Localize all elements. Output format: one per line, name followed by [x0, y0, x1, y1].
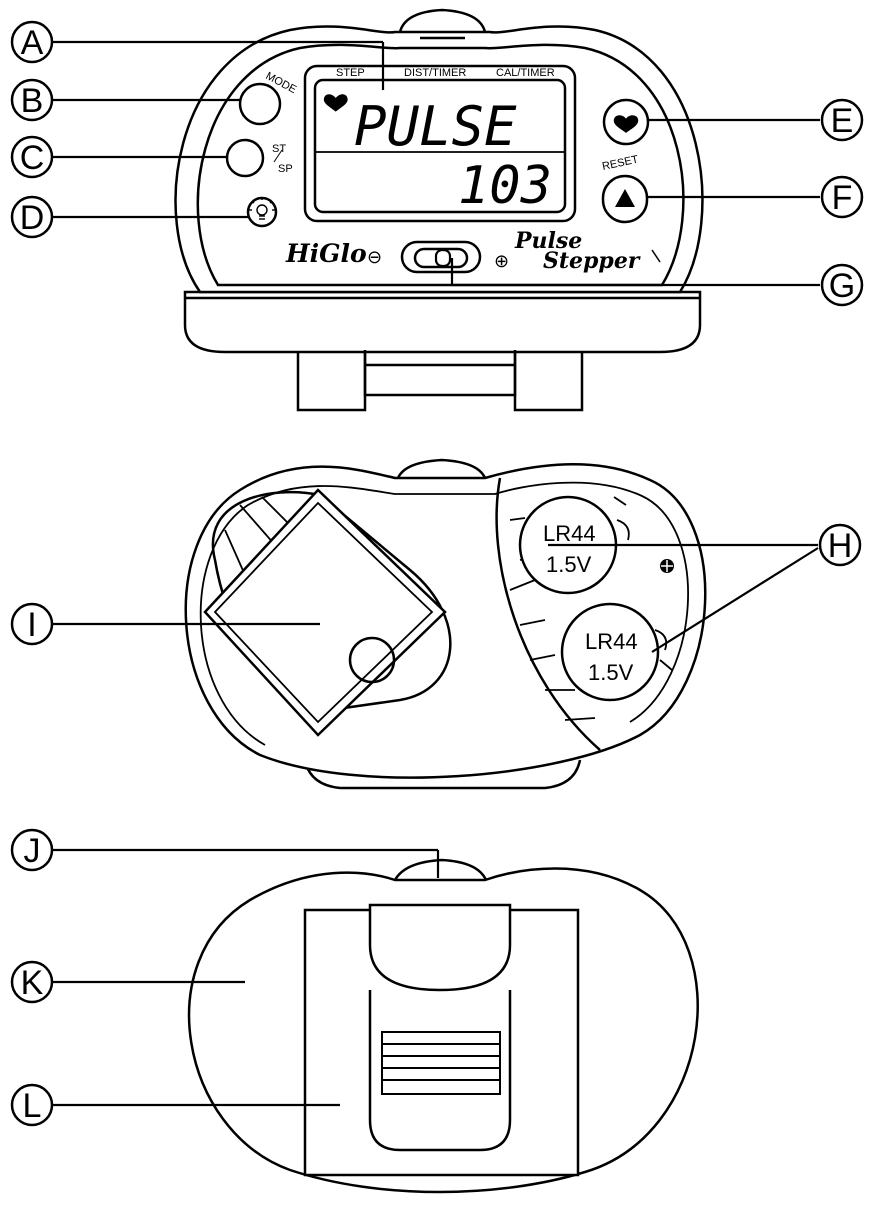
rear-clip-tongue — [368, 903, 512, 992]
battery-1-type: LR44 — [543, 521, 596, 546]
callout-c: C — [20, 139, 45, 177]
front-top-wheel — [398, 8, 487, 33]
pulse-button[interactable] — [602, 98, 650, 146]
back-foot — [303, 759, 582, 790]
brand-pulse: Pulse — [514, 228, 582, 254]
callout-a-circle — [10, 20, 54, 64]
callout-l-circle — [10, 1083, 54, 1127]
battery-contact-4 — [613, 496, 627, 506]
rear-top-wheel — [393, 858, 488, 881]
front-icons — [249, 94, 639, 268]
cavity-rib-3 — [261, 496, 291, 526]
back-inner-rim — [199, 481, 689, 746]
callout-d-circle — [10, 195, 54, 239]
stsp-label-bottom: SP — [278, 163, 293, 175]
display-heart-icon — [323, 94, 348, 112]
battery-text: LR44 1.5V LR44 1.5V — [543, 521, 638, 685]
battery-2-type: LR44 — [585, 629, 638, 654]
callout-letters: A B C D E F G H I J K L — [20, 24, 856, 1125]
cavity-rib-2 — [239, 504, 276, 546]
mode-button[interactable] — [238, 82, 282, 126]
battery-door-boss — [348, 636, 396, 684]
callout-b: B — [21, 82, 44, 120]
brand-higlo: HiGlo — [285, 239, 367, 268]
callout-g: G — [829, 267, 855, 305]
front-body-inner — [196, 43, 685, 287]
minus-symbol: ⊖ — [367, 247, 382, 268]
callout-a: A — [21, 24, 44, 62]
reset-button[interactable] — [601, 174, 649, 224]
lcd-screen — [313, 78, 567, 214]
callout-k: K — [21, 964, 44, 1002]
front-clip-bridge — [363, 350, 517, 397]
callout-h: H — [828, 527, 853, 565]
battery-contact-2 — [654, 629, 668, 651]
callout-f: F — [832, 179, 853, 217]
callout-i: I — [27, 606, 36, 644]
back-view — [184, 458, 707, 790]
callout-badges — [10, 20, 864, 1127]
callout-c-circle — [10, 135, 54, 179]
light-bulb-icon — [249, 197, 275, 220]
battery-contact-1 — [616, 519, 630, 541]
lcd-header-step: STEP — [336, 67, 365, 79]
battery-door — [203, 488, 447, 737]
stsp-label-top: ST — [272, 143, 286, 155]
heart-button-icon — [613, 115, 639, 133]
lcd-frame — [303, 64, 577, 223]
callout-j: J — [24, 832, 41, 870]
sensitivity-slider-frame — [400, 240, 482, 274]
callout-g-circle — [820, 263, 864, 307]
callout-f-circle — [820, 175, 864, 219]
stsp-slash — [273, 149, 283, 163]
callout-lines — [53, 40, 820, 1107]
rear-view — [187, 858, 699, 1194]
callout-h-circle — [818, 523, 862, 567]
cavity-rib-1 — [224, 529, 246, 576]
rear-clip-slot — [368, 990, 512, 1152]
battery-door-inner — [213, 501, 434, 724]
lcd-line-2: 103 — [458, 156, 552, 216]
callout-e-circle — [820, 98, 864, 142]
front-clip-leg-left — [296, 352, 367, 412]
reset-triangle-icon — [615, 189, 635, 207]
callout-d: D — [20, 199, 45, 237]
leader-h2 — [651, 547, 819, 653]
lcd-header-dist-timer: DIST/TIMER — [404, 67, 466, 79]
battery-1-voltage: 1.5V — [546, 552, 592, 577]
callout-b-circle — [10, 78, 54, 122]
callout-i-circle — [10, 602, 54, 646]
front-text: STEP DIST/TIMER CAL/TIMER PULSE 103 MODE… — [264, 67, 641, 274]
callout-e: E — [831, 102, 854, 140]
callout-j-circle — [10, 828, 54, 872]
lcd-line-1: PULSE — [354, 95, 517, 158]
front-clip-base — [183, 290, 702, 354]
rear-clip-grip — [381, 1031, 501, 1095]
callout-k-circle — [10, 960, 54, 1004]
plus-symbol: ⊕ — [494, 251, 509, 272]
callout-l: L — [23, 1087, 42, 1125]
battery-2 — [560, 602, 660, 702]
front-side-notch — [651, 249, 661, 263]
front-body-outer — [174, 25, 704, 294]
front-view — [174, 8, 704, 412]
slider-knob-icon — [434, 248, 452, 268]
front-clip-leg-right — [513, 352, 584, 412]
screw-icon — [660, 559, 674, 573]
lcd-header-cal-timer: CAL/TIMER — [496, 67, 555, 79]
battery-contact-3 — [659, 659, 673, 671]
battery-2-voltage: 1.5V — [588, 660, 634, 685]
brand-stepper: Stepper — [543, 248, 641, 274]
back-top-wheel — [396, 458, 487, 479]
